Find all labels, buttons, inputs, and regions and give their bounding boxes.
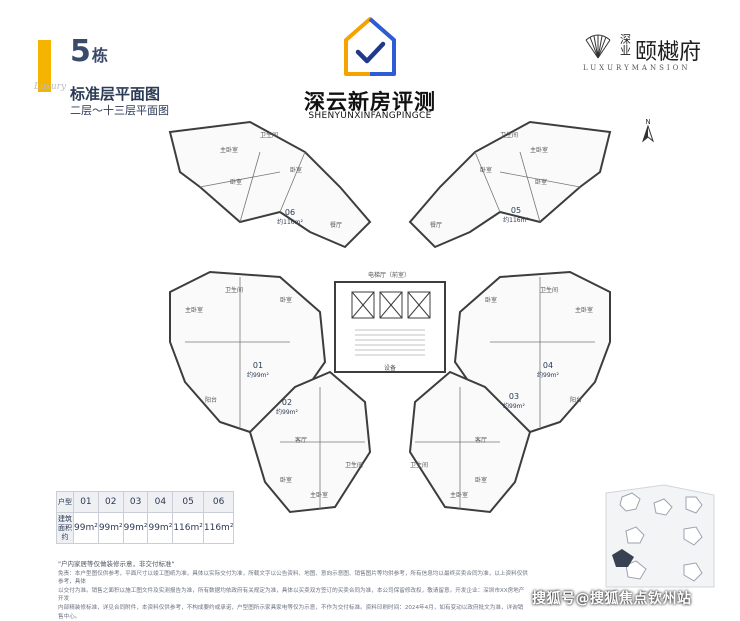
room-label: 设备	[384, 364, 396, 372]
unit-05-number: 05	[511, 206, 521, 215]
site-key-map	[605, 484, 715, 588]
highlighted-building-icon	[612, 549, 634, 567]
north-label: N	[645, 118, 650, 126]
table-row: 户型 01 02 03 04 05 06	[56, 491, 235, 513]
plan-title: 标准层平面图	[70, 85, 161, 103]
room-label: 主卧室	[310, 491, 328, 499]
room-label: 卫生间	[500, 131, 518, 139]
note-line: "户内家居等仅做装修示意，非交付标准"	[58, 560, 175, 568]
logo-name-en: SHENYUNXINFANGPINGCE	[308, 111, 432, 121]
table-cell: 116m²	[172, 512, 204, 544]
table-cell: 03	[122, 491, 149, 513]
room-label: 客厅	[475, 436, 487, 444]
room-label: 卧室	[480, 166, 492, 174]
brand-name: 深业颐樾府	[620, 33, 702, 65]
table-row: 建筑面积约 99m² 99m² 99m² 99m² 116m² 116m²	[56, 512, 235, 544]
floor-plan: 06 约116m² 05 约116m² 01 约99m² 04 约99m² 02…	[168, 120, 612, 514]
table-cell: 06	[202, 491, 235, 513]
room-label: 主卧室	[575, 306, 593, 314]
table-header-cell: 建筑面积约	[56, 512, 74, 544]
accent-bar	[38, 40, 51, 92]
room-label: 餐厅	[430, 221, 442, 229]
room-label: 餐厅	[330, 221, 342, 229]
unit-04-number: 04	[543, 361, 553, 370]
room-label: 卧室	[290, 166, 302, 174]
north-arrow-icon: N	[641, 118, 655, 143]
building-number: 5栋	[70, 34, 109, 69]
table-cell: 04	[147, 491, 174, 513]
room-label: 主卧室	[530, 146, 548, 154]
logo-name-cn: 深云新房评测	[304, 90, 436, 114]
watermark: 搜狐号@搜狐焦点钦州站	[532, 591, 692, 607]
area-table: 户型 01 02 03 04 05 06 建筑面积约 99m² 99m² 99m…	[56, 491, 235, 544]
table-cell: 99m²	[73, 512, 99, 544]
room-label: 阳台	[205, 396, 217, 404]
note-line: 以交付为准。销售之面积以施工图文件及实测报告为准，所有数据均依政府有关规定为准，…	[58, 587, 525, 603]
table-header-cell: 户型	[56, 491, 74, 513]
room-label: 卧室	[475, 476, 487, 484]
table-cell: 99m²	[97, 512, 124, 544]
house-check-logo-icon	[344, 17, 396, 76]
table-cell: 116m²	[202, 512, 235, 544]
room-label: 卫生间	[410, 461, 428, 469]
table-cell: 99m²	[147, 512, 174, 544]
disclaimer-notes: "户内家居等仅做装修示意，非交付标准" 免责：本户型图仅供参考，平面尺寸以竣工图…	[58, 560, 528, 621]
unit-02-number: 02	[282, 398, 292, 407]
room-label: 卫生间	[345, 461, 363, 469]
unit-04-area: 约99m²	[537, 371, 559, 379]
room-label: 卧室	[280, 296, 292, 304]
room-label: 卧室	[485, 296, 497, 304]
room-label: 主卧室	[185, 306, 203, 314]
lobby-label: 电梯厅（前室）	[368, 271, 410, 279]
unit-06-area: 约116m²	[277, 218, 303, 226]
unit-05-area: 约116m²	[503, 216, 529, 224]
unit-06-number: 06	[285, 208, 295, 217]
room-label: 卧室	[280, 476, 292, 484]
table-cell: 99m²	[122, 512, 149, 544]
unit-03-number: 03	[509, 392, 519, 401]
fan-logo-icon	[585, 34, 611, 59]
table-cell: 02	[97, 491, 124, 513]
room-label: 主卧室	[450, 491, 468, 499]
room-label: 卧室	[535, 178, 547, 186]
table-cell: 01	[73, 491, 99, 513]
plan-subtitle: 二层～十三层平面图	[70, 104, 169, 117]
room-label: 主卧室	[220, 146, 238, 154]
unit-03-area: 约99m²	[503, 402, 525, 410]
table-cell: 05	[172, 491, 204, 513]
brand-name-en: LUXURYMANSION	[583, 64, 691, 72]
room-label: 卫生间	[260, 131, 278, 139]
unit-01-area: 约99m²	[247, 371, 269, 379]
room-label: 卫生间	[225, 286, 243, 294]
note-line: 免责：本户型图仅供参考，平面尺寸以竣工图纸为准，具体以实际交付为准，所载文字以公…	[58, 570, 528, 586]
script-decoration: Luxury	[34, 82, 67, 92]
room-label: 阳台	[570, 396, 582, 404]
room-label: 卫生间	[540, 286, 558, 294]
room-label: 客厅	[295, 436, 307, 444]
note-line: 内部精装修标准，详见合同附件，本资料仅供参考，不构成要约或承诺，户型图所示家具家…	[58, 604, 524, 620]
room-label: 卧室	[230, 178, 242, 186]
unit-02-area: 约99m²	[276, 408, 298, 416]
unit-01-number: 01	[253, 361, 263, 370]
